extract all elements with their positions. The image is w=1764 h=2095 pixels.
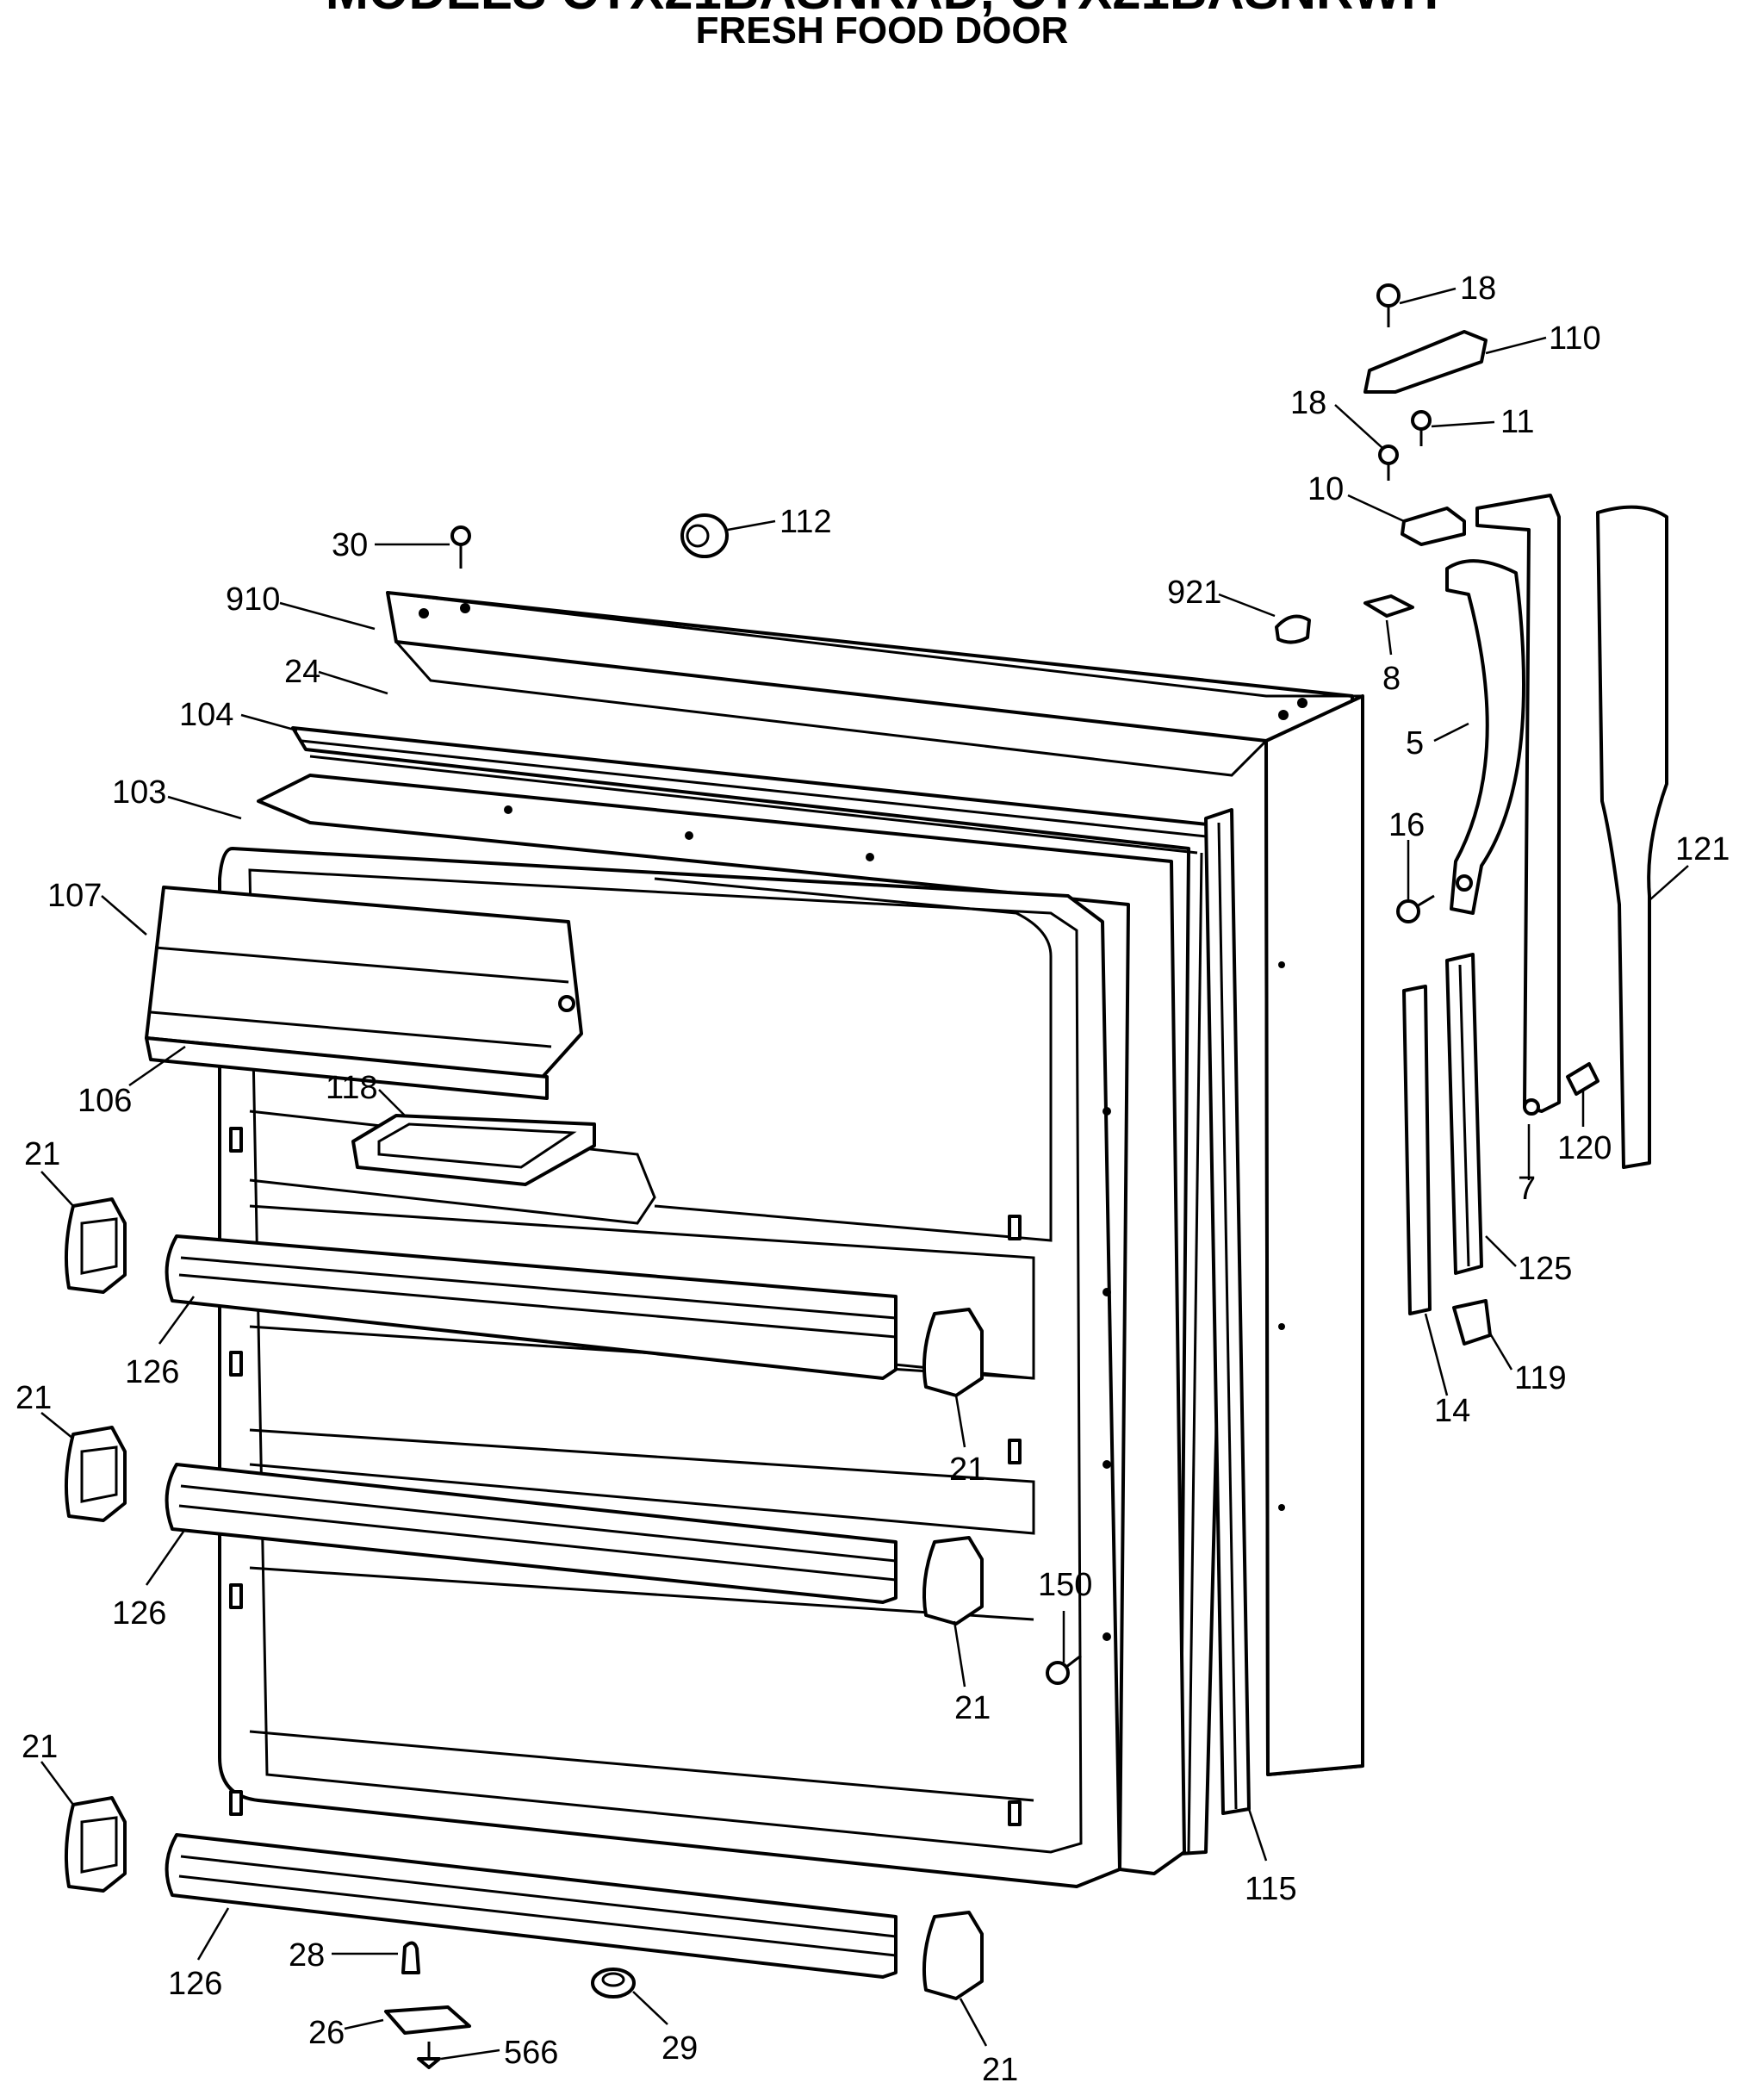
callout-18: 18 bbox=[1290, 385, 1326, 421]
callout-121: 121 bbox=[1675, 831, 1730, 867]
callout-29: 29 bbox=[662, 2030, 698, 2067]
callout-126: 126 bbox=[125, 1354, 179, 1390]
callout-10: 10 bbox=[1307, 471, 1344, 507]
callout-120: 120 bbox=[1557, 1130, 1612, 1166]
bumper-29 bbox=[591, 1968, 636, 1999]
door-handle bbox=[1445, 559, 1525, 915]
screw-566 bbox=[417, 2042, 441, 2069]
callout-112: 112 bbox=[780, 504, 832, 540]
callout-119: 119 bbox=[1514, 1360, 1567, 1396]
shelf-end-cap-right-top bbox=[922, 1308, 984, 1397]
hinge-shim-10 bbox=[1401, 507, 1466, 546]
leader-lines bbox=[40, 287, 1689, 2061]
screw-11 bbox=[1411, 410, 1432, 446]
section-title: FRESH FOOD DOOR bbox=[696, 9, 1069, 52]
callout-126: 126 bbox=[168, 1966, 222, 2002]
screw-150 bbox=[1046, 1654, 1082, 1685]
door-shelf-middle bbox=[165, 1463, 898, 1604]
callout-28: 28 bbox=[289, 1937, 325, 1974]
callout-5: 5 bbox=[1406, 725, 1424, 762]
callout-118: 118 bbox=[326, 1070, 378, 1106]
plug-button-921 bbox=[1275, 614, 1311, 644]
callout-126: 126 bbox=[112, 1595, 166, 1632]
callout-104: 104 bbox=[179, 697, 233, 733]
dairy-compartment-door bbox=[145, 886, 583, 1100]
callout-11: 11 bbox=[1500, 404, 1534, 440]
callout-16: 16 bbox=[1388, 807, 1425, 843]
callout-103: 103 bbox=[112, 774, 166, 811]
callout-21: 21 bbox=[16, 1380, 52, 1416]
door-shelf-upper bbox=[165, 1234, 898, 1380]
handle-trim-cover bbox=[1596, 505, 1668, 1169]
callout-910: 910 bbox=[226, 581, 280, 618]
callout-115: 115 bbox=[1245, 1871, 1297, 1907]
plug-28 bbox=[401, 1941, 420, 1974]
shelf-end-cap-left-middle bbox=[64, 1426, 127, 1522]
callout-7: 7 bbox=[1518, 1171, 1536, 1207]
handle-trim bbox=[1475, 494, 1561, 1116]
callout-8: 8 bbox=[1382, 661, 1401, 697]
callout-30: 30 bbox=[332, 527, 368, 563]
callout-566: 566 bbox=[504, 2035, 558, 2071]
clip-119 bbox=[1452, 1299, 1492, 1346]
screw-18-top bbox=[1376, 283, 1401, 327]
door-shelf-lower bbox=[165, 1833, 898, 1979]
screw-16 bbox=[1396, 894, 1435, 923]
screw-18-lower bbox=[1378, 444, 1399, 481]
plate-26 bbox=[384, 2005, 471, 2035]
model-title: MODELS CTX21BASNRAD, CTX21BASNRWH bbox=[326, 0, 1438, 20]
shelf-end-cap-left-top bbox=[64, 1197, 127, 1294]
callout-21: 21 bbox=[982, 2052, 1018, 2088]
callout-24: 24 bbox=[284, 654, 320, 690]
callout-26: 26 bbox=[308, 2015, 345, 2051]
hinge-cover-110 bbox=[1363, 330, 1488, 394]
callout-21: 21 bbox=[949, 1452, 985, 1488]
trim-channel-125 bbox=[1445, 953, 1483, 1275]
plug-button-112 bbox=[680, 513, 729, 558]
callout-21: 21 bbox=[22, 1729, 58, 1765]
shelf-end-cap-right-bottom bbox=[922, 1911, 984, 2000]
callout-921: 921 bbox=[1167, 575, 1221, 611]
callout-107: 107 bbox=[47, 878, 102, 914]
callout-labels: 18 110 18 11 10 30 112 921 910 8 24 104 … bbox=[16, 270, 1730, 2088]
trim-strip-14 bbox=[1402, 985, 1432, 1315]
callout-106: 106 bbox=[78, 1083, 132, 1119]
bracket-8 bbox=[1363, 594, 1414, 618]
callout-150: 150 bbox=[1038, 1567, 1092, 1603]
callout-21: 21 bbox=[24, 1136, 60, 1172]
callout-21: 21 bbox=[954, 1690, 991, 1726]
shelf-end-cap-right-middle bbox=[922, 1536, 984, 1626]
callout-18: 18 bbox=[1460, 270, 1496, 307]
shelf-end-cap-left-bottom bbox=[64, 1796, 127, 1893]
screw-30 bbox=[450, 525, 471, 569]
screw-120 bbox=[1566, 1062, 1599, 1096]
callout-14: 14 bbox=[1434, 1393, 1470, 1429]
callout-110: 110 bbox=[1549, 320, 1601, 357]
butter-tray bbox=[351, 1114, 596, 1186]
outer-door-panel bbox=[386, 591, 1364, 1776]
callout-125: 125 bbox=[1518, 1251, 1572, 1287]
